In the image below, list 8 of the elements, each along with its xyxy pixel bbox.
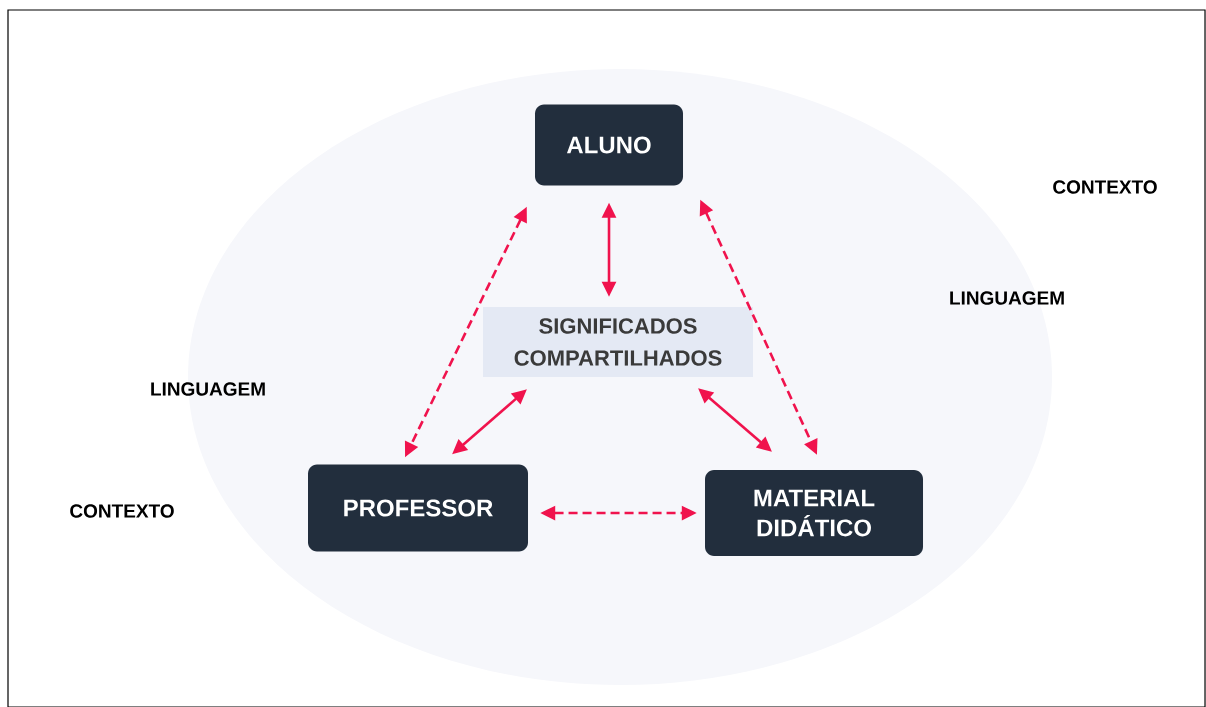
annotation-text: LINGUAGEM [950,291,1064,305]
process-box: MATERIAL DIDÁTICO [705,470,923,556]
process-box: ALUNO [535,104,683,186]
concept-label: SIGNIFICADOS COMPARTILHADOS [483,307,753,377]
process-box: PROFESSOR [308,464,528,552]
annotation-text: CONTEXTO [70,504,174,518]
annotation-text: CONTEXTO [1053,180,1157,194]
annotation-text: LINGUAGEM [151,382,265,396]
